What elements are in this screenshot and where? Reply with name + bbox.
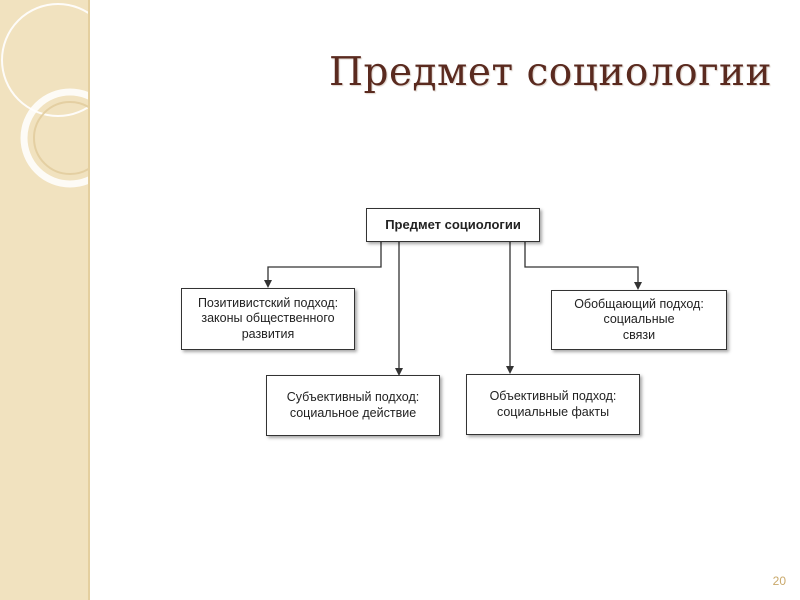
page-number: 20 bbox=[773, 574, 786, 588]
node-positivist-approach: Позитивистский подход: законы общественн… bbox=[181, 288, 355, 350]
connector-generalizing bbox=[525, 241, 638, 286]
node-subjective-approach: Субъективный подход: социальное действие bbox=[266, 375, 440, 436]
connector-positivist bbox=[268, 241, 381, 284]
node-objective-approach: Объективный подход: социальные факты bbox=[466, 374, 640, 435]
node-generalizing-approach: Обобщающий подход: социальные связи bbox=[551, 290, 727, 350]
root-node: Предмет социологии bbox=[366, 208, 540, 242]
